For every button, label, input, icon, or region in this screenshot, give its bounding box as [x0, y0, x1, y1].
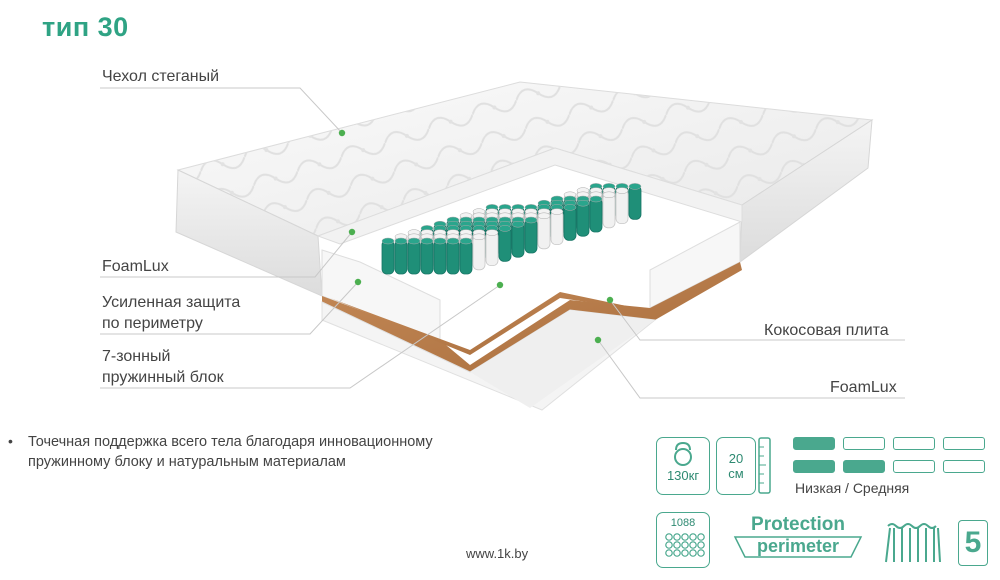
spring-coil — [576, 199, 590, 237]
spring-coil — [524, 216, 538, 254]
spring-coil — [485, 229, 499, 267]
spring-coil — [563, 204, 577, 241]
label-foamlux-left: FoamLux — [102, 258, 169, 275]
protection-line2: perimeter — [756, 536, 840, 556]
spring-coil — [628, 183, 642, 220]
spring-block — [381, 183, 642, 275]
protection-line1: Protection — [751, 514, 845, 535]
firmness-segment — [943, 460, 985, 473]
spring-coil — [407, 237, 421, 275]
label-coconut: Кокосовая плита — [764, 322, 889, 339]
product-title: тип 30 — [42, 12, 129, 42]
spring-coils-icon — [885, 523, 941, 563]
firmness-segment — [893, 460, 935, 473]
spring-coil — [459, 237, 473, 275]
spring-coil — [589, 195, 603, 233]
label-perimeter-line1: Усиленная защита — [102, 294, 241, 311]
zones-badge: 5 — [958, 520, 988, 566]
description: Точечная поддержка всего тела благодаря … — [28, 432, 433, 472]
firmness-row-side1 — [793, 437, 985, 450]
spring-coil — [420, 237, 434, 275]
height-unit: см — [728, 466, 744, 481]
spring-coil — [550, 208, 564, 246]
firmness-segment — [843, 460, 885, 473]
firmness-segment — [793, 460, 835, 473]
spring-coil — [498, 225, 512, 262]
protection-perimeter-badge: Protection perimeter — [733, 515, 863, 567]
label-foamlux-right: FoamLux — [830, 379, 897, 396]
label-cover: Чехол стеганый — [102, 68, 220, 85]
height-badge: 20 см — [716, 437, 756, 495]
spring-coil — [511, 220, 525, 258]
firmness-scale — [793, 437, 985, 473]
springs-count: 1088 — [670, 517, 696, 529]
spring-coil — [433, 237, 447, 275]
springs-grid-icon — [665, 533, 705, 557]
label-spring-line1: 7-зонный — [102, 348, 171, 365]
springs-badge: 1088 — [656, 512, 710, 568]
weight-badge: 130кг — [656, 437, 710, 495]
firmness-segment — [893, 437, 935, 450]
label-spring-line2: пружинный блок — [102, 369, 224, 386]
spring-coil — [602, 191, 616, 229]
zones-count: 5 — [964, 526, 982, 559]
spring-coil — [537, 212, 551, 250]
spring-coil — [394, 237, 408, 275]
firmness-caption: Низкая / Средняя — [795, 480, 910, 496]
mattress-right-side — [739, 119, 873, 264]
ribbon-icon — [733, 536, 863, 558]
perimeter-wall-left — [321, 249, 441, 341]
kettlebell-icon — [674, 441, 692, 466]
firmness-segment — [793, 437, 835, 450]
firmness-row-side2 — [793, 460, 985, 473]
leader-dots — [338, 129, 614, 344]
firmness-segment — [943, 437, 985, 450]
label-perimeter-line2: по периметру — [102, 315, 203, 332]
spring-coil — [615, 187, 629, 225]
spring-coil — [472, 233, 486, 271]
leader-lines — [100, 87, 905, 399]
mattress-illustration — [100, 81, 905, 411]
spring-coil — [381, 237, 395, 275]
ruler-icon — [758, 437, 771, 494]
bullet-icon: • — [8, 433, 13, 449]
spring-coil — [446, 237, 460, 275]
coconut-slab — [322, 262, 742, 372]
site-watermark: www.1k.by — [466, 546, 529, 561]
height-value: 20 — [728, 451, 744, 466]
weight-value: 130кг — [666, 468, 700, 483]
firmness-segment — [843, 437, 885, 450]
description-line1: Точечная поддержка всего тела благодаря … — [28, 434, 433, 450]
description-line2: пружинному блоку и натуральным материала… — [28, 454, 346, 470]
